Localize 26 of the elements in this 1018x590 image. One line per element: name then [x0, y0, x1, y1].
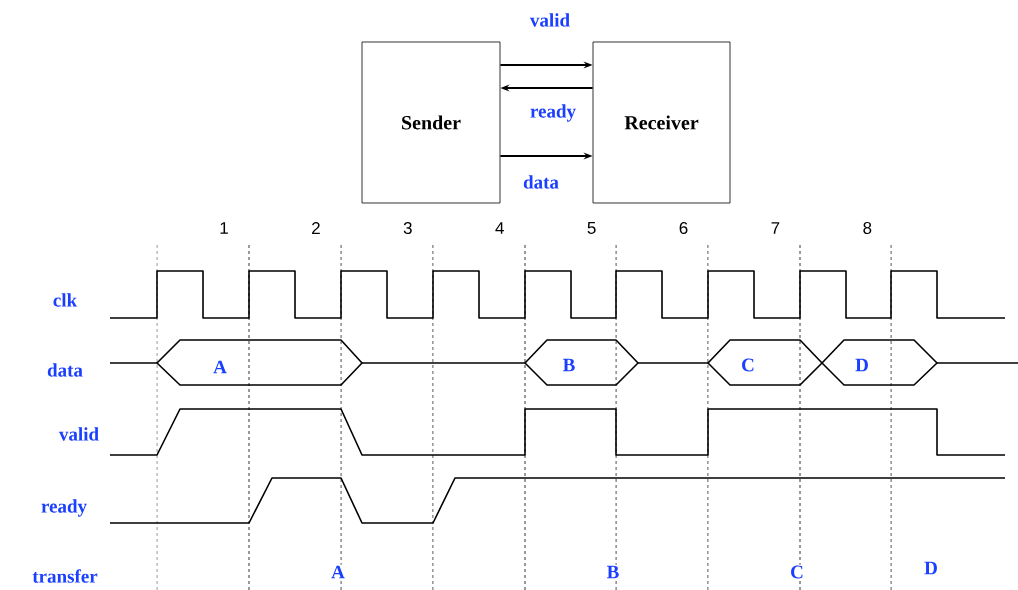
data-value: C [740, 357, 756, 373]
signal-name: transfer [31, 568, 99, 584]
cycle-number: 1 [218, 221, 230, 235]
cycle-number: 7 [769, 221, 782, 235]
edge-label: valid [529, 13, 570, 27]
transfer-value: A [330, 564, 346, 580]
cycle-number: 8 [861, 221, 874, 235]
signal-name: data [46, 362, 84, 378]
signal-name: clk [51, 292, 79, 308]
cycle-number: 4 [494, 221, 506, 235]
edge-label: ready [530, 104, 576, 122]
transfer-value: C [789, 564, 805, 580]
edge-label: data [523, 175, 559, 189]
data-value: D [854, 357, 870, 373]
block-box: Sender [361, 41, 501, 204]
transfer-value: D [923, 560, 939, 576]
cycle-number: 5 [585, 221, 598, 235]
data-value: B [561, 357, 577, 373]
signal-name: valid [57, 426, 101, 442]
cycle-number: 3 [402, 221, 414, 235]
cycle-number: 6 [677, 221, 690, 235]
block-box: Receiver [592, 41, 731, 204]
transfer-value: B [605, 564, 621, 580]
data-value: A [212, 359, 228, 375]
cycle-number: 2 [310, 221, 322, 235]
signal-name: ready [39, 498, 89, 518]
